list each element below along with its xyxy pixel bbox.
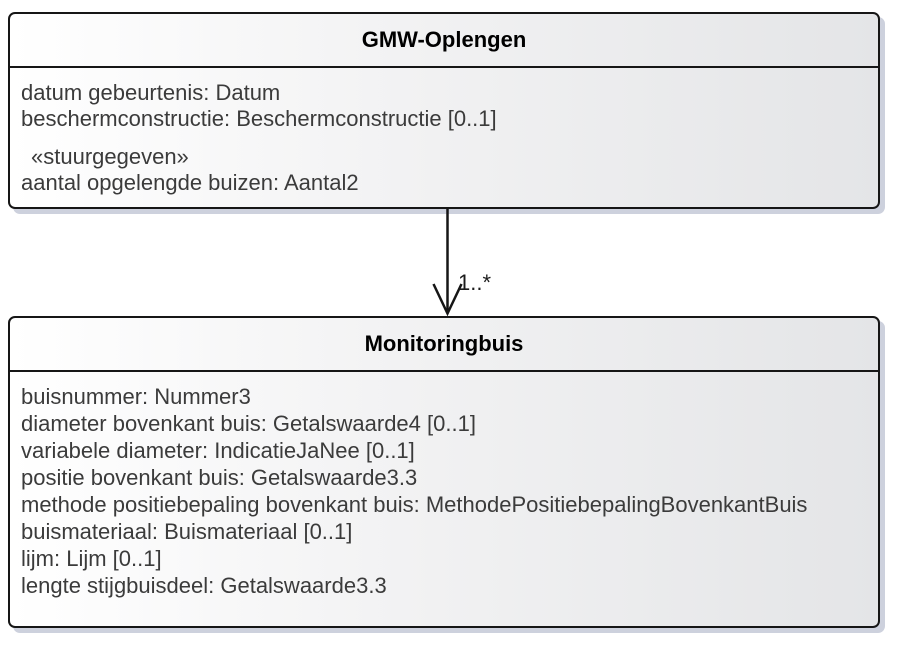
attribute-datum-gebeurtenis: datum gebeurtenis: Datum xyxy=(21,80,281,105)
attribute-beschermconstructie: beschermconstructie: Beschermconstructie… xyxy=(21,106,497,131)
attribute-diameter-bovenkant-buis: diameter bovenkant buis: Getalswaarde4 [… xyxy=(21,411,476,436)
class-box-gmw-oplengen[interactable]: GMW-Oplengen datum gebeurtenis: Datum be… xyxy=(8,12,880,209)
class-title-monitoringbuis: Monitoringbuis xyxy=(10,318,878,372)
class-title-gmw-oplengen: GMW-Oplengen xyxy=(10,14,878,68)
attribute-lengte-stijgbuisdeel: lengte stijgbuisdeel: Getalswaarde3.3 xyxy=(21,573,387,598)
stereotype-stuurgegeven: «stuurgegeven» xyxy=(31,144,189,169)
attribute-positie-bovenkant-buis: positie bovenkant buis: Getalswaarde3.3 xyxy=(21,465,418,490)
attribute-buisnummer: buisnummer: Nummer3 xyxy=(21,384,251,409)
multiplicity-label: 1..* xyxy=(458,270,492,295)
class-attributes-monitoringbuis: buisnummer: Nummer3 diameter bovenkant b… xyxy=(10,372,878,605)
attribute-buismateriaal: buismateriaal: Buismateriaal [0..1] xyxy=(21,519,353,544)
attribute-lijm: lijm: Lijm [0..1] xyxy=(21,546,162,571)
class-box-monitoringbuis[interactable]: Monitoringbuis buisnummer: Nummer3 diame… xyxy=(8,316,880,628)
attribute-variabele-diameter: variabele diameter: IndicatieJaNee [0..1… xyxy=(21,438,415,463)
attributes-spacer xyxy=(21,132,866,144)
class-attributes-gmw-oplengen: datum gebeurtenis: Datum beschermconstru… xyxy=(10,68,878,202)
attribute-aantal-opgelengde-buizen: aantal opgelengde buizen: Aantal2 xyxy=(21,170,359,195)
attribute-methode-positiebepaling: methode positiebepaling bovenkant buis: … xyxy=(21,492,808,517)
